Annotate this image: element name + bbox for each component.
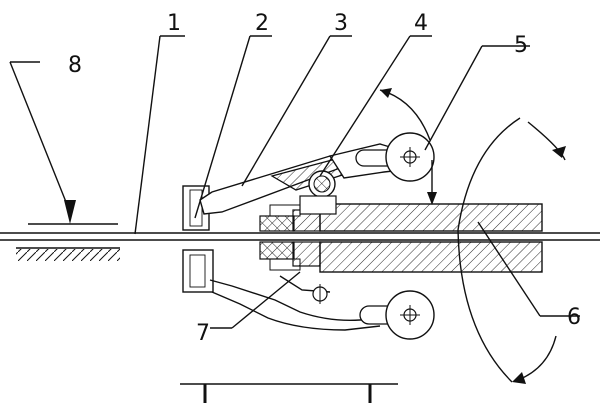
cam-roller-upper [385,132,435,182]
label-6: 6 [567,305,581,330]
rotation-arrow-cam [379,88,437,205]
cam-roller-lower [359,290,435,340]
ground-support [16,223,120,261]
wire-rod [0,232,600,241]
leader-lines [134,35,580,329]
label-2: 2 [255,11,269,36]
label-4: 4 [414,11,428,36]
label-3: 3 [334,11,348,36]
rotation-ellipse [457,117,566,384]
lower-clamp-block [182,249,214,293]
lower-lever-arm [209,275,401,331]
sleeve-body [292,203,543,273]
travel-indicator [180,383,398,403]
hinge-pivot [299,170,337,215]
bushing [259,204,301,271]
label-7: 7 [196,321,210,346]
label-5: 5 [514,33,528,58]
label-1: 1 [167,11,181,36]
label-8: 8 [68,53,82,78]
load-arrow [9,61,76,224]
